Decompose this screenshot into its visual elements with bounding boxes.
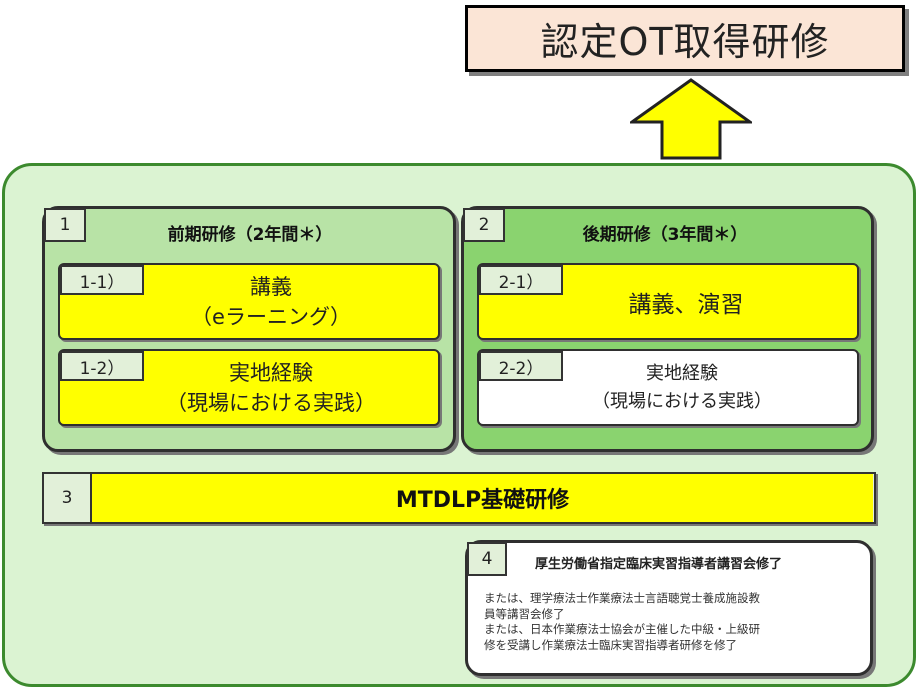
item-1-2-number: 1-2） — [60, 351, 144, 381]
requirement4-box — [465, 540, 873, 676]
phase2-title: 後期研修（3年間＊） — [582, 225, 748, 245]
phase1-number: 1 — [44, 208, 86, 242]
item-1-1-line1: 講義 — [250, 274, 292, 299]
requirement4-number: 4 — [467, 542, 507, 576]
item-2-1-number: 2-1） — [479, 265, 563, 295]
item-1-1-text: 講義 （eラーニング） — [144, 265, 398, 338]
target-label: 認定OT取得研修 — [540, 20, 830, 64]
item-2-2-text: 実地経験 （現場における実践） — [537, 355, 827, 420]
requirement4-line: または、日本作業療法士協会が主催した中級・上級研 — [484, 622, 760, 636]
requirement4-line: または、理学療法士作業療法士言語聴覚士養成施設教 — [484, 591, 760, 605]
requirement4-line: 修を受講し作業療法士臨床実習指導者研修を修了 — [484, 637, 737, 652]
item-1-2-line1: 実地経験 — [229, 360, 313, 385]
item-2-1-text: 講義、演習 — [563, 265, 809, 338]
item-1-1-number: 1-1） — [60, 265, 144, 295]
item-2-2-line1: 実地経験 — [646, 362, 718, 384]
phase1-title: 前期研修（2年間＊） — [167, 225, 333, 245]
item-1-2-line2: （現場における実践） — [166, 390, 376, 415]
item-2-2-number: 2-2） — [479, 351, 563, 381]
mtdlp-number: 3 — [61, 488, 73, 508]
requirement4-title: 厚生労働省指定臨床実習指導者講習会修了 — [535, 557, 783, 572]
mtdlp-label: MTDLP基礎研修 — [90, 474, 873, 522]
item-2-1-line1: 講義、演習 — [628, 291, 744, 318]
item-1-1-line2: （eラーニング） — [191, 304, 351, 329]
requirement4-details: または、理学療法士作業療法士言語聴覚士養成施設教 員等講習会修了 または、日本作… — [484, 591, 864, 653]
item-2-2-line2: （現場における実践） — [592, 390, 772, 412]
phase2-number: 2 — [463, 208, 505, 242]
up-arrow-icon — [630, 78, 752, 160]
item-1-2-text: 実地経験 （現場における実践） — [114, 351, 428, 424]
target-box: 認定OT取得研修 — [465, 5, 905, 72]
requirement4-line: 員等講習会修了 — [484, 606, 565, 621]
